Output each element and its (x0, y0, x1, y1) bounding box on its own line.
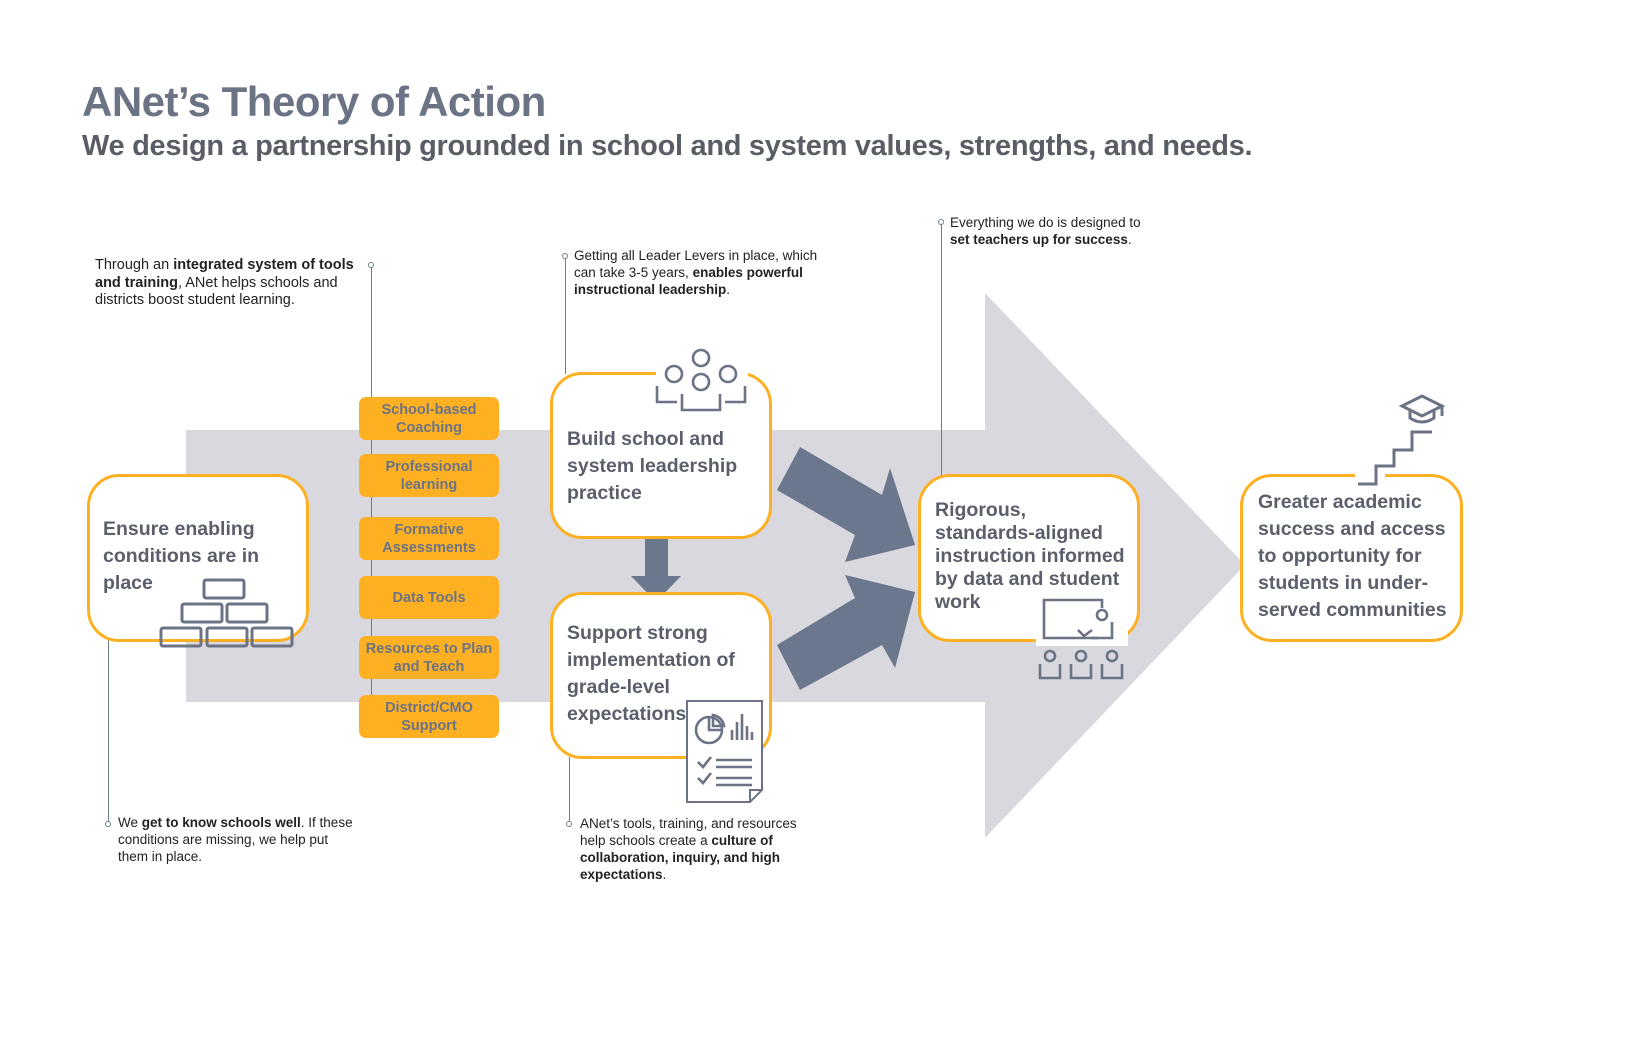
page-subtitle: We design a partnership grounded in scho… (82, 130, 1253, 162)
classroom-teacher-icon (1038, 598, 1124, 680)
callout-dot (566, 821, 572, 827)
tool-school-based-coaching: School-based Coaching (359, 397, 499, 440)
box-outcome (1240, 474, 1463, 642)
team-icon (655, 348, 747, 412)
box-instruction-text: Rigorous, standards-aligned instruction … (935, 499, 1125, 613)
note-teachers: Everything we do is designed to set teac… (950, 215, 1141, 247)
note-schools: We get to know schools well. If these co… (118, 815, 353, 864)
callout-line-culture (569, 757, 570, 824)
box-implementation-text: Support strong implementation of grade-l… (567, 622, 735, 725)
tool-formative-assessments: Formative Assessments (359, 517, 499, 560)
callout-line-schools (108, 640, 109, 824)
callout-line-teachers (941, 222, 942, 476)
box-conditions (87, 474, 309, 642)
page-title: ANet’s Theory of Action (82, 78, 546, 125)
box-conditions-text: Ensure enabling conditions are in place (103, 518, 260, 594)
arrow-to-instruction-upper (777, 447, 915, 562)
callout-dot (105, 821, 111, 827)
callout-dot (368, 262, 374, 268)
tool-resources: Resources to Plan and Teach (359, 636, 499, 679)
callout-dot (938, 219, 944, 225)
bricks-icon (159, 578, 294, 648)
box-leadership-text: Build school and system leadership pract… (567, 428, 738, 504)
note-culture: ANet’s tools, training, and resources he… (580, 816, 797, 882)
callout-dot (562, 253, 568, 259)
callout-line-leaders (565, 256, 566, 374)
report-document-icon (686, 700, 763, 803)
tool-district-support: District/CMO Support (359, 695, 499, 738)
arrow-to-instruction-lower (777, 575, 915, 690)
tool-data-tools: Data Tools (359, 576, 499, 619)
down-arrow (631, 538, 681, 602)
note-tools: Through an integrated system of tools an… (95, 257, 354, 308)
note-leaders: Getting all Leader Levers in place, whic… (574, 248, 818, 297)
box-instruction (918, 474, 1140, 642)
icon-gap (656, 360, 748, 376)
graduation-stairs-icon (1358, 394, 1446, 486)
box-outcome-text: Greater academic success and access to o… (1258, 491, 1447, 621)
tool-professional-learning: Professional learning (359, 454, 499, 497)
